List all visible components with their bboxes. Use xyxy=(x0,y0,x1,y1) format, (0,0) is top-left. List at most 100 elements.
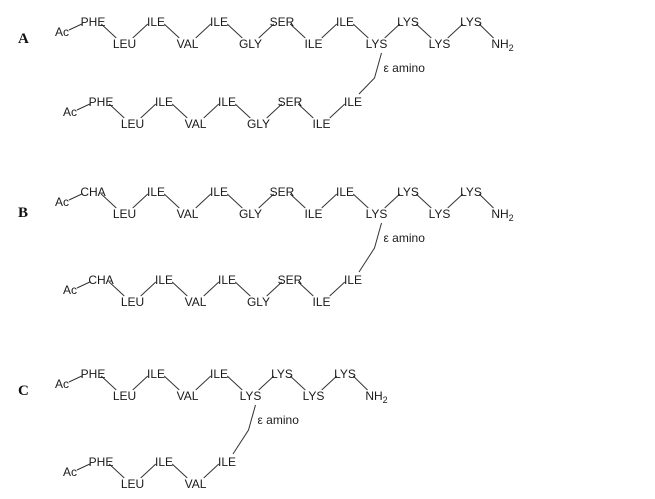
panel-a-main-bond-11 xyxy=(415,23,432,39)
panel-a-main-n-terminus: Ac xyxy=(55,25,69,39)
panel-b-branch-residue-2-leu: LEU xyxy=(121,295,144,309)
panel-c-main-bond-1 xyxy=(100,375,117,391)
panel-a-main-bond-7 xyxy=(289,23,306,39)
panel-a-branch-bond-2 xyxy=(140,103,157,119)
panel-b-branch-n-terminus: Ac xyxy=(63,283,77,297)
panel-c-main-residue-4-val: VAL xyxy=(177,389,199,403)
panel-c-branch-bond-3 xyxy=(171,463,188,479)
panel-c-epsilon-amino-link xyxy=(232,404,256,455)
panel-a-main-residue-13-lys: LYS xyxy=(460,15,482,29)
panel-a-branch-residue-5-ile: ILE xyxy=(218,95,236,109)
panel-b-branch-bond-4 xyxy=(203,281,220,297)
panel-a-branch-residue-4-val: VAL xyxy=(185,117,207,131)
panel-b-label: B xyxy=(18,205,28,221)
panel-a-main-residue-4-val: VAL xyxy=(177,37,199,51)
panel-a-main-residue-9-ile: ILE xyxy=(336,15,354,29)
panel-a-branch-n-terminus: Ac xyxy=(63,105,77,119)
panel-b-main-residue-9-ile: ILE xyxy=(336,185,354,199)
panel-a-branch-bond-6 xyxy=(266,103,283,119)
panel-b-branch-residue-3-ile: ILE xyxy=(155,273,173,287)
panel-b-branch-bond-3 xyxy=(171,281,188,297)
panel-b-main-bond-9 xyxy=(352,193,369,209)
panel-b-main-residue-2-leu: LEU xyxy=(113,207,136,221)
panel-c-main-residue-9-lys: LYS xyxy=(334,367,356,381)
panel-b-branch-bond-8 xyxy=(329,281,346,297)
panel-c-main-residue-5-ile: ILE xyxy=(210,367,228,381)
panel-b-main-bond-c-terminus xyxy=(478,193,494,209)
panel-a-main-bond-2 xyxy=(132,23,149,39)
panel-a-main-residue-2-leu: LEU xyxy=(113,37,136,51)
panel-a-branch-residue-6-gly: GLY xyxy=(247,117,270,131)
panel-b-main-residue-7-ser: SER xyxy=(270,185,295,199)
panel-a-main-bond-1 xyxy=(100,23,117,39)
panel-a-main-residue-11-lys: LYS xyxy=(397,15,419,29)
panel-c-main-residue-2-leu: LEU xyxy=(113,389,136,403)
panel-a-main-c-terminus: NH2 xyxy=(491,37,513,53)
panel-a-branch-residue-8-ile: ILE xyxy=(312,117,330,131)
panel-b-main-c-terminus: NH2 xyxy=(491,207,513,223)
panel-b-main-bond-7 xyxy=(289,193,306,209)
panel-b-branch-residue-7-ser: SER xyxy=(278,273,303,287)
panel-a-main-residue-5-ile: ILE xyxy=(210,15,228,29)
panel-b-main-residue-1-cha: CHA xyxy=(80,185,105,199)
panel-c-main-bond-5 xyxy=(226,375,243,391)
panel-b-epsilon-amino-link xyxy=(358,222,382,273)
panel-b-main-bond-3 xyxy=(163,193,180,209)
panel-a-branch-residue-3-ile: ILE xyxy=(155,95,173,109)
bond-lines-layer xyxy=(68,23,494,479)
panel-a-branch-bond-ac xyxy=(76,103,91,111)
panel-c-branch-residue-1-phe: PHE xyxy=(89,455,114,469)
panel-c-main-residue-3-ile: ILE xyxy=(147,367,165,381)
panel-a-main-bond-9 xyxy=(352,23,369,39)
panel-a-branch-bond-4 xyxy=(203,103,220,119)
panel-a-main-residue-1-phe: PHE xyxy=(81,15,106,29)
panel-a-branch-bond-7 xyxy=(297,103,314,119)
panel-c-main-residue-6-lys: LYS xyxy=(240,389,262,403)
panel-a-main-residue-8-ile: ILE xyxy=(304,37,322,51)
panel-b-main-n-terminus: Ac xyxy=(55,195,69,209)
panel-c-branch-n-terminus: Ac xyxy=(63,465,77,479)
panel-a-main-bond-4 xyxy=(195,23,212,39)
panel-a-main-bond-10 xyxy=(384,23,401,39)
panel-c-main-bond-7 xyxy=(289,375,306,391)
panel-b-main-bond-6 xyxy=(258,193,275,209)
panel-b-main-residue-8-ile: ILE xyxy=(304,207,322,221)
panel-b-branch-bond-ac xyxy=(76,281,91,289)
panel-a-main-bond-5 xyxy=(226,23,243,39)
panel-a-main-residue-3-ile: ILE xyxy=(147,15,165,29)
panel-b-branch-residue-9-ile: ILE xyxy=(344,273,362,287)
panel-b-branch-residue-6-gly: GLY xyxy=(247,295,270,309)
panel-b-epsilon-amino-label: ε amino xyxy=(384,231,426,245)
panel-b-main-bond-5 xyxy=(226,193,243,209)
panel-c-main-bond-8 xyxy=(321,375,338,391)
panel-c-epsilon-amino-label: ε amino xyxy=(258,413,300,427)
panel-a-main-residue-6-gly: GLY xyxy=(239,37,262,51)
panel-c-main-residue-1-phe: PHE xyxy=(81,367,106,381)
panel-a-main-bond-8 xyxy=(321,23,338,39)
panel-b-main-residue-13-lys: LYS xyxy=(460,185,482,199)
panel-a-main-bond-ac xyxy=(68,23,83,31)
panel-b-main-bond-ac xyxy=(68,193,83,201)
panel-a-main-residue-10-lys: LYS xyxy=(366,37,388,51)
panel-c-main-bond-2 xyxy=(132,375,149,391)
panel-b-branch-bond-1 xyxy=(108,281,125,297)
panel-b-branch-bond-2 xyxy=(140,281,157,297)
panel-c-branch-residue-2-leu: LEU xyxy=(121,477,144,491)
panel-c-label: C xyxy=(18,383,29,399)
panel-a-main-bond-c-terminus xyxy=(478,23,494,39)
panel-c-main-bond-4 xyxy=(195,375,212,391)
panel-a-main-bond-6 xyxy=(258,23,275,39)
panel-b-main-bond-8 xyxy=(321,193,338,209)
panel-a-branch-bond-8 xyxy=(329,103,346,119)
panel-a-epsilon-amino-label: ε amino xyxy=(384,61,426,75)
panel-c-branch-bond-1 xyxy=(108,463,125,479)
panel-c-branch-bond-4 xyxy=(203,463,220,479)
panel-c-main-bond-c-terminus xyxy=(352,375,368,391)
panel-c-branch-bond-ac xyxy=(76,463,91,471)
panel-a-main-bond-12 xyxy=(447,23,464,39)
panel-c-main-residue-8-lys: LYS xyxy=(303,389,325,403)
panel-b-main-bond-2 xyxy=(132,193,149,209)
panel-b-main-bond-11 xyxy=(415,193,432,209)
panel-b-branch-bond-6 xyxy=(266,281,283,297)
